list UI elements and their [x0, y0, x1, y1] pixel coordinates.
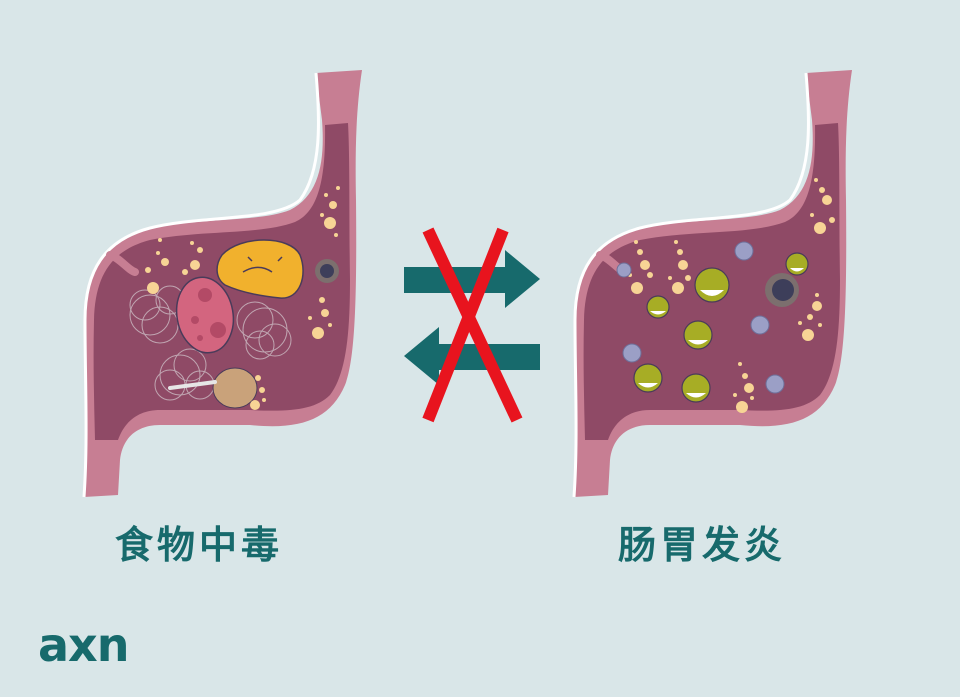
virus-cells — [616, 241, 785, 394]
sad-yellow-blob-icon — [216, 239, 304, 299]
arrows-icon — [404, 250, 540, 385]
left-stomach — [84, 70, 362, 497]
right-stomach — [574, 70, 852, 497]
gastroenteritis-label: 肠胃发炎 — [618, 523, 787, 567]
not-equivalent-symbol — [404, 227, 540, 423]
cross-out-icon — [422, 227, 523, 423]
food-poisoning-label: 食物中毒 — [115, 523, 284, 567]
axn-logo: axn — [38, 618, 129, 672]
drumstick-icon — [212, 367, 258, 409]
